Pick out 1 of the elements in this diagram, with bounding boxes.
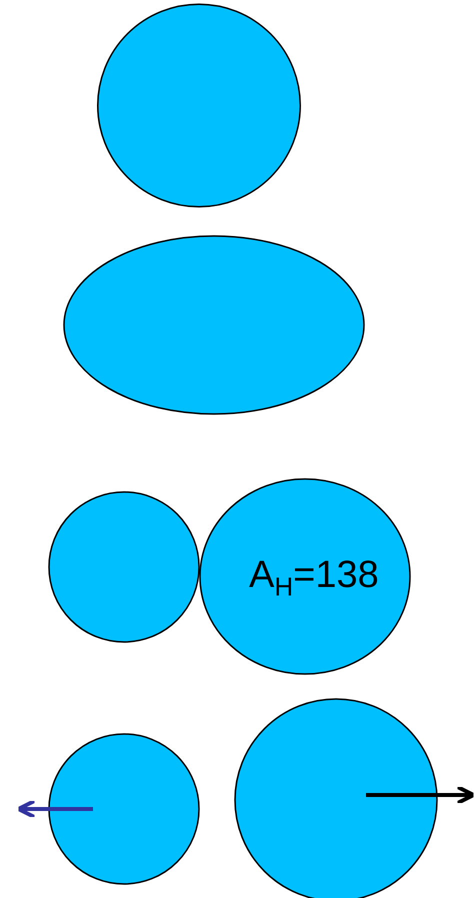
formula-label: A$_{H}$=138 (249, 556, 379, 600)
